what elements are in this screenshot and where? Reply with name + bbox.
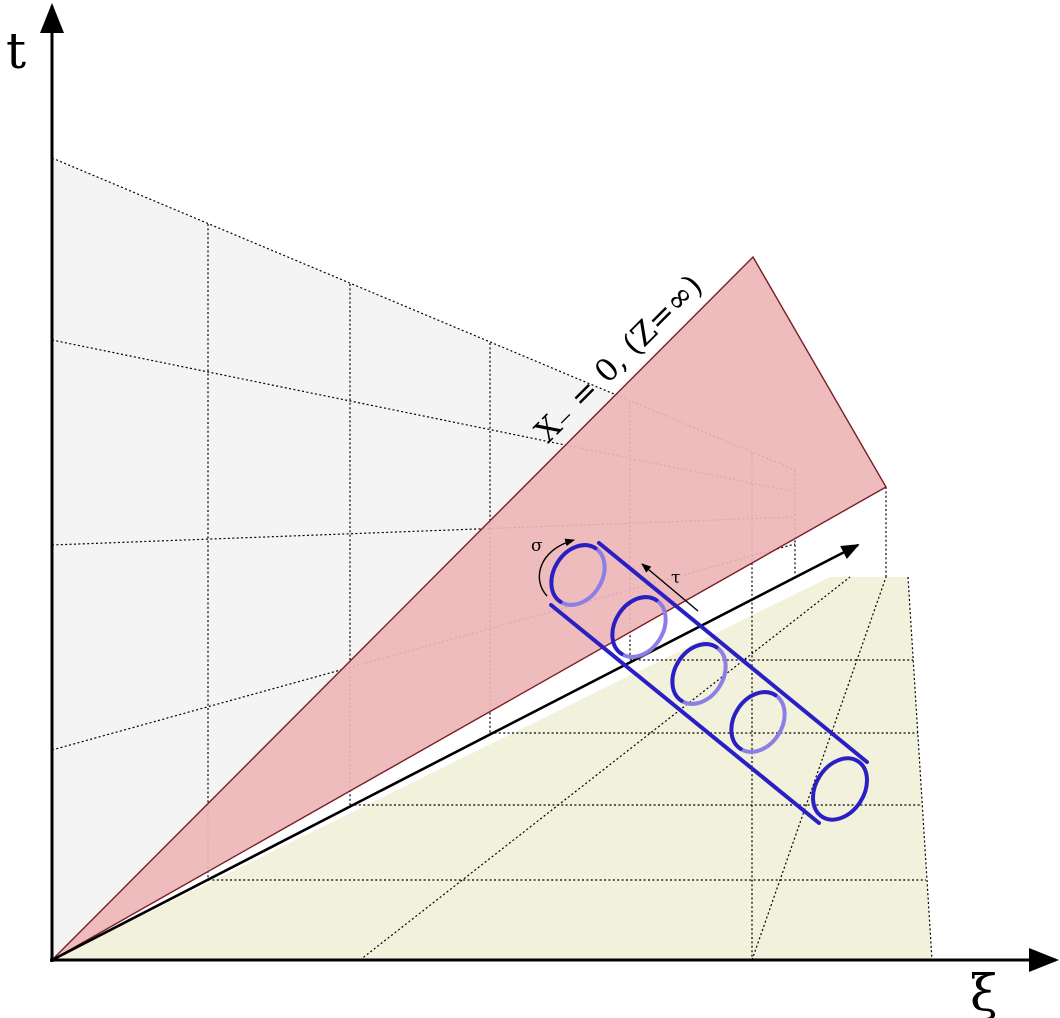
floor-plane-grid: [208, 487, 933, 961]
xi-axis-label: ξ: [970, 964, 998, 1018]
x-minus-zero-plane: [51, 255, 887, 961]
tau-arrow: [641, 563, 699, 612]
plane-bottom-edge: [51, 543, 860, 962]
worldsheet-tube: [549, 541, 869, 825]
back-plane: [52, 158, 795, 960]
sigma-arrow: [538, 538, 575, 597]
sigma-label: σ: [531, 536, 543, 556]
floor-plane: [52, 577, 932, 960]
t-axis-label: t: [6, 22, 26, 80]
tau-label: τ: [671, 568, 680, 588]
